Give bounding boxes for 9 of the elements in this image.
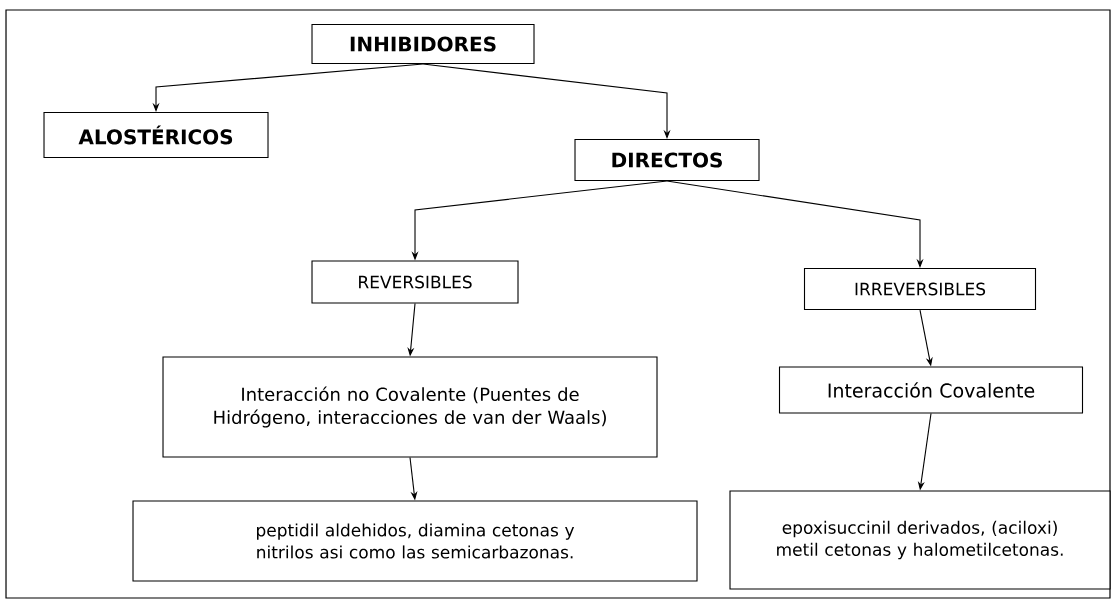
description-box: Interacción Covalente	[778, 366, 1084, 414]
category-box: REVERSIBLES	[311, 260, 519, 304]
category-box: IRREVERSIBLES	[803, 267, 1037, 311]
category-box: INHIBIDORES	[311, 23, 535, 65]
description-box: Interacción no Covalente (Puentes de Hidrógeno, interacciones de van der Waals)	[162, 356, 658, 458]
example-box: peptidil aldehidos, diamina cetonas y nitrilos asi como las semicarbazonas.	[132, 500, 698, 582]
category-box: ALOSTÉRICOS	[43, 111, 269, 159]
example-box: epoxisuccinil derivados, (aciloxi) metil cetonas y halometilcetonas.	[729, 490, 1111, 590]
category-box: DIRECTOS	[574, 138, 760, 182]
